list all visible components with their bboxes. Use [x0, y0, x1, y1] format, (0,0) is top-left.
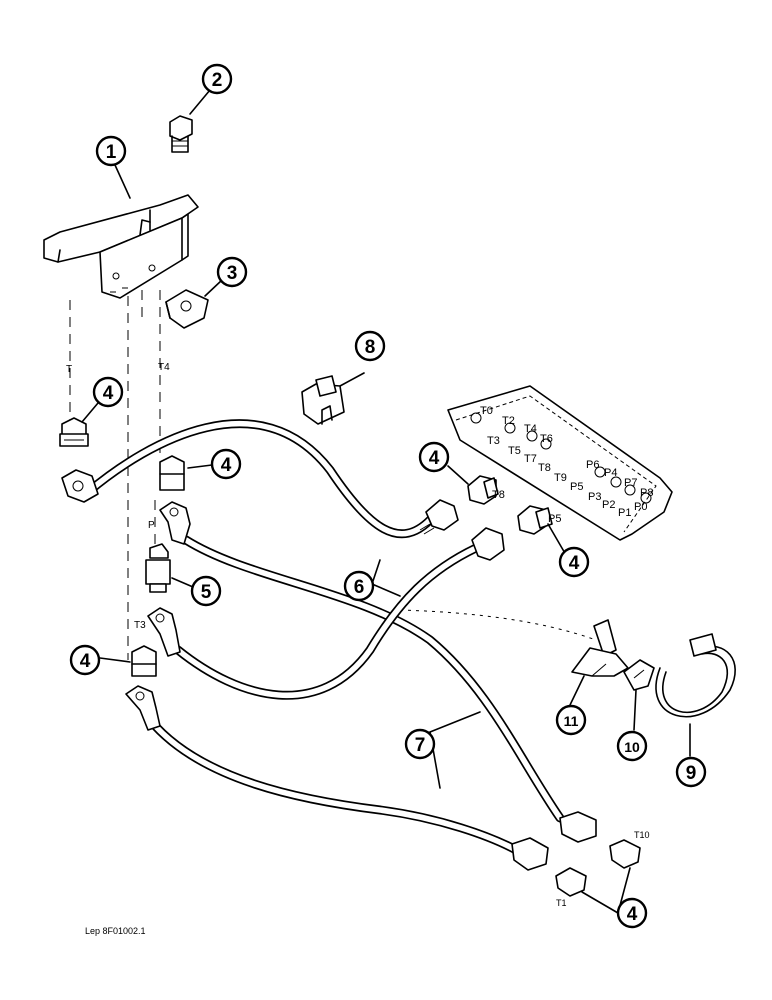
valve-port-labels: T0 T2 T4 T6 T3 T5 T7 T8 T9 P5 P6 P4 P7 P… — [480, 405, 653, 519]
label-t: T — [66, 364, 72, 375]
port-p4: P4 — [604, 467, 617, 479]
hoses — [83, 419, 565, 855]
cable-tie-strap — [655, 633, 736, 718]
port-p3: P3 — [588, 491, 601, 503]
callout-4-label: 4 — [429, 448, 440, 469]
bolt — [169, 115, 193, 153]
label-t8: T8 — [492, 489, 505, 501]
callout-9-label: 9 — [686, 763, 697, 784]
port-p2: P2 — [602, 499, 615, 511]
control-valve-block — [447, 385, 673, 541]
port-t6: T6 — [540, 433, 553, 445]
port-p8: P8 — [640, 487, 653, 499]
port-t5: T5 — [508, 445, 521, 457]
label-t1: T1 — [556, 898, 567, 908]
label-t4: T4 — [158, 362, 170, 373]
callout-7: 7 — [404, 728, 436, 760]
port-p6: P6 — [586, 459, 599, 471]
callout-4-label: 4 — [627, 904, 638, 925]
callout-4-label: 4 — [103, 383, 114, 404]
label-t10: T10 — [634, 830, 650, 840]
hose-clip — [571, 619, 629, 677]
callout-6: 6 — [343, 570, 375, 602]
port-t8: T8 — [538, 462, 551, 474]
callout-4-p5: 4 — [558, 546, 590, 578]
port-p1: P1 — [618, 507, 631, 519]
callout-2-label: 2 — [212, 70, 223, 91]
callout-2: 2 — [201, 63, 233, 95]
callout-6-label: 6 — [354, 577, 365, 598]
callout-3: 3 — [216, 256, 248, 288]
callout-4-left-bottom: 4 — [69, 644, 101, 676]
callout-10: 10 — [616, 730, 648, 762]
adapter-fittings — [59, 417, 641, 897]
port-t0: T0 — [480, 405, 493, 417]
callout-8-label: 8 — [365, 337, 376, 358]
drawing-reference: Lep 8F01002.1 — [85, 926, 146, 936]
port-t9: T9 — [554, 472, 567, 484]
callout-4-left-top: 4 — [92, 376, 124, 408]
callout-1-label: 1 — [106, 142, 117, 163]
callout-1: 1 — [95, 135, 127, 167]
port-t7: T7 — [524, 453, 537, 465]
callout-5-label: 5 — [201, 582, 212, 603]
callout-5: 5 — [190, 575, 222, 607]
callout-4-label: 4 — [80, 651, 91, 672]
port-p5: P5 — [570, 481, 583, 493]
port-t2: T2 — [502, 415, 515, 427]
callout-4-bottom-right: 4 — [616, 897, 648, 929]
mounting-bracket — [43, 194, 199, 299]
port-t3: T3 — [487, 435, 500, 447]
callout-10-label: 10 — [624, 739, 640, 755]
callout-3-label: 3 — [227, 263, 238, 284]
callout-4-t8: 4 — [418, 441, 450, 473]
callout-7-label: 7 — [415, 735, 426, 756]
callout-11-label: 11 — [564, 713, 579, 729]
callout-9: 9 — [675, 756, 707, 788]
label-p: P — [148, 520, 155, 531]
alignment-lines — [69, 290, 597, 660]
check-valve — [145, 543, 171, 593]
label-p5: P5 — [548, 513, 561, 525]
clip-nut — [165, 289, 209, 329]
port-p7: P7 — [624, 477, 637, 489]
spacer-block — [301, 375, 345, 425]
hose-fittings — [61, 469, 597, 871]
callout-11: 11 — [555, 704, 587, 736]
hose-clamp — [623, 659, 655, 691]
callout-4-label: 4 — [221, 455, 232, 476]
label-t3: T3 — [134, 620, 146, 631]
port-p0: P0 — [634, 501, 647, 513]
port-t4: T4 — [524, 423, 537, 435]
callout-4-label: 4 — [569, 553, 580, 574]
callout-8: 8 — [354, 330, 386, 362]
callout-4-middle: 4 — [210, 448, 242, 480]
